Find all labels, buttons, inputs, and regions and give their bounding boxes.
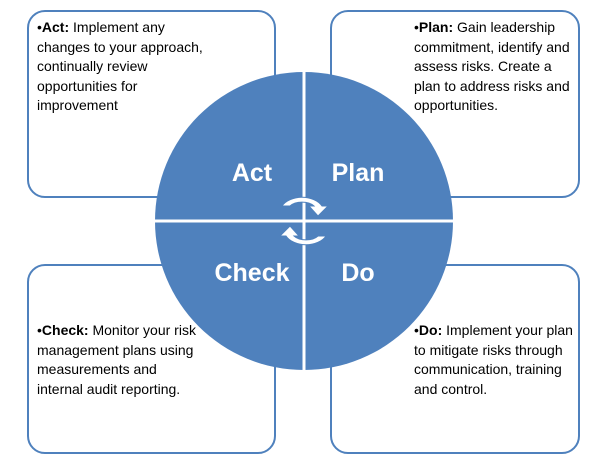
quadrant-label-do: Do — [341, 259, 374, 287]
quadrant-label-plan: Plan — [332, 159, 385, 187]
check-title: Check: — [41, 322, 89, 338]
cycle-arrow-bottom-icon — [278, 225, 327, 246]
do-description: Implement your plan to mitigate risks th… — [414, 322, 573, 397]
act-description: Implement any changes to your approach, … — [37, 19, 203, 113]
do-title: Do: — [418, 322, 443, 338]
plan-description: Gain leadership commitment, identify and… — [414, 19, 570, 113]
do-text: •Do: Implement your plan to mitigate ris… — [414, 322, 573, 397]
quadrant-label-check: Check — [214, 259, 289, 287]
act-text: •Act: Implement any changes to your appr… — [37, 19, 203, 113]
act-title: Act: — [41, 19, 70, 35]
check-text: •Check: Monitor your risk management pla… — [37, 322, 196, 397]
cycle-arrows-icon — [278, 196, 330, 246]
check-description: Monitor your risk management plans using… — [37, 322, 196, 397]
cycle-arrow-top-icon — [281, 196, 330, 217]
quadrant-label-act: Act — [232, 159, 273, 187]
plan-title: Plan: — [418, 19, 454, 35]
plan-text: •Plan: Gain leadership commitment, ident… — [414, 19, 570, 113]
